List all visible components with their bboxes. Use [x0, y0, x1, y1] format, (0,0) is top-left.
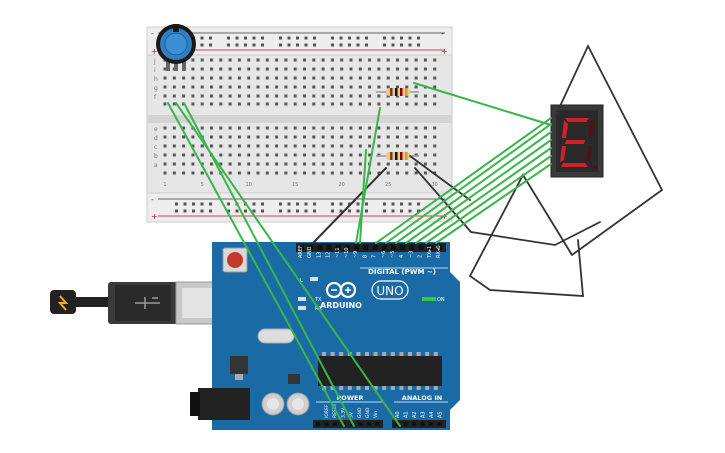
power-label: POWER: [337, 394, 364, 402]
digital-pin-label: 12: [326, 252, 332, 258]
digital-pin-label: ~9: [353, 251, 359, 258]
column-number: 20: [339, 182, 345, 188]
row-letter: b: [154, 153, 158, 160]
digital-pin-label: TX▸1: [427, 246, 433, 259]
rail-plus-label-bottom: +: [151, 212, 158, 221]
column-number: 30: [432, 182, 438, 188]
digital-pin-label: 13: [316, 252, 322, 258]
green-wire-h: [415, 147, 552, 244]
analog-pin-label: A4: [429, 411, 435, 418]
analog-pin-label: A0: [395, 411, 401, 418]
resistor-top[interactable]: [376, 88, 419, 96]
green-wire-e: [385, 123, 552, 244]
on-label: ON: [437, 297, 445, 303]
green-wire-pot-3: [183, 102, 355, 427]
segment-digit-e: [560, 118, 589, 167]
digital-pin-label: AREF: [298, 245, 304, 258]
digital-pin-label: 8: [362, 255, 368, 258]
column-number: 1: [163, 182, 166, 188]
analog-pin-label: A2: [412, 411, 418, 418]
column-number: 25: [385, 182, 391, 188]
rail-minus-label-bottom: -: [151, 195, 154, 204]
rail-minus-label: -: [151, 29, 154, 38]
row-letter: a: [154, 162, 158, 169]
black-wire-1: [312, 167, 387, 244]
digital-pin-label: ~6: [381, 251, 387, 258]
row-letter: i: [154, 67, 156, 74]
green-wire-g: [405, 139, 552, 244]
digital-pin-label: RX◂0: [436, 245, 442, 258]
analog-label: ANALOG IN: [402, 394, 442, 402]
analog-pin-label: A5: [438, 411, 444, 418]
power-pin-label: GND: [365, 407, 371, 418]
black-wire-3: [409, 155, 471, 201]
row-letter: h: [154, 76, 158, 83]
analog-pin-label: A1: [404, 411, 410, 418]
wires[interactable]: [167, 43, 664, 427]
digital-pin-label: ~10: [344, 247, 350, 258]
arduino-brand: ARDUINO: [320, 301, 362, 310]
l-label: L: [300, 278, 303, 284]
row-letter: d: [154, 135, 158, 142]
digital-header: [299, 245, 442, 250]
row-letter: e: [154, 126, 158, 133]
green-wire-c: [359, 149, 367, 244]
green-wire-b: [355, 107, 381, 244]
arduino-logo: [325, 281, 357, 299]
resistor-bottom[interactable]: [376, 152, 419, 160]
uno-model: UNO: [376, 284, 403, 298]
row-letter: j: [153, 58, 156, 65]
digital-pin-label: 7: [372, 255, 378, 258]
rail-plus-label: +: [151, 47, 158, 56]
digital-label: DIGITAL (PWM ~): [368, 268, 436, 276]
power-pin-label: 3.3V: [340, 407, 346, 418]
column-number: 15: [292, 182, 298, 188]
power-pin-label: 5V: [349, 411, 355, 418]
digital-pin-label: 2: [418, 255, 424, 258]
digital-pin-label: ~3: [408, 251, 414, 258]
digital-pin-label: GND: [307, 246, 313, 258]
digital-pin-label: ~5: [390, 251, 396, 258]
analog-header: [395, 422, 442, 426]
power-pin-label: IOREF: [324, 404, 330, 418]
row-letter: c: [154, 144, 157, 151]
green-wire-i: [425, 155, 552, 244]
digital-pin-label: 4: [399, 255, 405, 258]
rail-minus-label-right: -: [441, 29, 444, 38]
seven-segment-display[interactable]: [550, 104, 604, 178]
power-pin-label: GND: [357, 407, 363, 418]
column-number: 5: [201, 182, 204, 188]
tx-label: TX: [314, 297, 322, 303]
column-number: 10: [246, 182, 252, 188]
green-wire-a: [413, 82, 552, 126]
row-letter: g: [154, 85, 158, 92]
green-wire-pot-1: [167, 102, 345, 427]
potentiometer[interactable]: [156, 24, 196, 71]
rail-plus-label-right: +: [441, 47, 448, 56]
atmega-chip: [318, 356, 442, 386]
power-pin-label: Vin: [373, 411, 379, 418]
analog-pin-label: A3: [421, 411, 427, 418]
green-wire-j: [435, 163, 552, 244]
green-wire-f: [395, 131, 552, 244]
green-wire-d: [375, 117, 552, 244]
row-letter: f: [154, 94, 157, 101]
digital-pin-label: ~11: [335, 247, 341, 258]
black-wire-2: [414, 167, 601, 246]
